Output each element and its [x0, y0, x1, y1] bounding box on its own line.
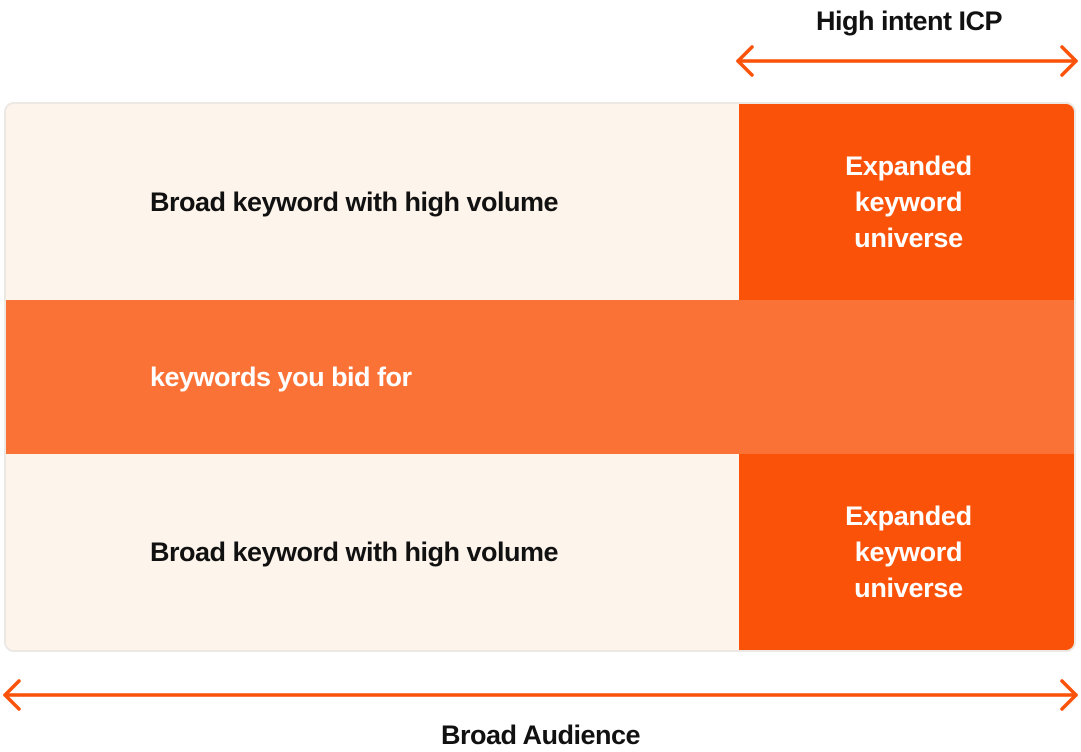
high-intent-range-arrow-icon [736, 45, 1078, 77]
broad-keyword-label-top: Broad keyword with high volume [150, 186, 559, 217]
broad-audience-label: Broad Audience [440, 720, 641, 750]
broad-keyword-label-bottom: Broad keyword with high volume [150, 536, 559, 567]
broad-keyword-cell-top: Broad keyword with high volume [6, 104, 739, 300]
broad-audience-range-arrow-icon [3, 679, 1078, 711]
keywords-you-bid-for-label: keywords you bid for [150, 361, 412, 392]
expanded-keyword-label-bottom: Expanded keyword universe [845, 501, 972, 603]
keywords-you-bid-for-band: keywords you bid for [6, 300, 1074, 454]
expanded-keyword-label-top: Expanded keyword universe [845, 151, 972, 253]
high-intent-icp-label: High intent ICP [816, 6, 1002, 36]
expanded-keyword-cell-bottom: Expanded keyword universe [739, 454, 1074, 650]
broad-keyword-cell-bottom: Broad keyword with high volume [6, 454, 739, 650]
keyword-grid: Broad keyword with high volume Expanded … [4, 102, 1076, 652]
expanded-keyword-cell-top: Expanded keyword universe [739, 104, 1074, 300]
